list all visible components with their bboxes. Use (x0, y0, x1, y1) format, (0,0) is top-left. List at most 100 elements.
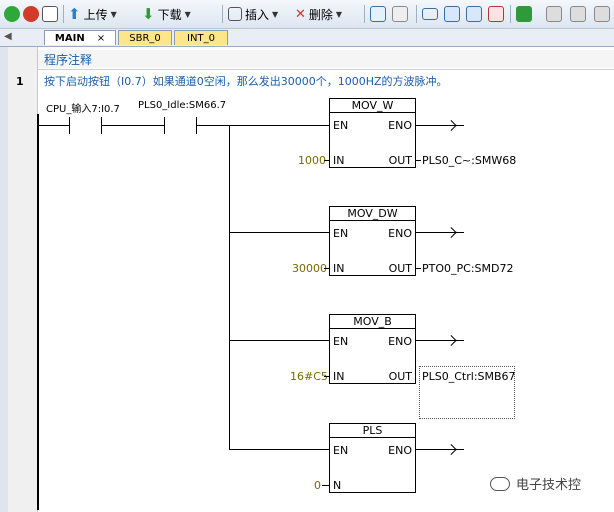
in-value[interactable]: 16#C5 (290, 370, 328, 383)
branch-wire (229, 340, 330, 341)
eno-wire (416, 449, 464, 450)
param-wire (416, 160, 421, 161)
block-title: MOV_B (353, 315, 392, 328)
param-wire (324, 376, 329, 377)
pls-block[interactable]: PLS EN ENO N (329, 423, 416, 493)
in-pin: IN (333, 154, 345, 167)
protect-button[interactable] (546, 5, 562, 23)
power-rail (37, 114, 39, 510)
en-pin: EN (333, 335, 349, 348)
out-pin: OUT (388, 370, 412, 383)
toolbar-separator (364, 5, 365, 23)
chevron-down-icon: ▼ (110, 9, 117, 19)
compile-button[interactable] (42, 5, 58, 23)
chevron-down-icon: ▼ (335, 9, 343, 19)
toolbar-separator (222, 5, 223, 23)
param-wire (324, 160, 329, 161)
clear-icon (488, 6, 504, 22)
n-value[interactable]: 0 (314, 479, 321, 492)
upload-icon: ⬆ (68, 5, 81, 23)
eno-wire (416, 232, 464, 233)
out-pin: OUT (388, 154, 412, 167)
selection-box (419, 366, 515, 419)
branch-wire (229, 125, 230, 450)
rung-wire (197, 125, 330, 126)
mov-b-block[interactable]: MOV_B EN ENO IN OUT (329, 314, 416, 384)
in-pin: IN (333, 370, 345, 383)
eno-wire (416, 125, 464, 126)
network-comment[interactable]: 按下启动按钮（I0.7）如果通道0空闲，那么发出30000个，1000HZ的方波… (44, 75, 448, 88)
back-button[interactable] (444, 5, 460, 23)
tab-label: INT_0 (187, 32, 215, 44)
program-comment[interactable]: 程序注释 (38, 50, 614, 68)
param-wire (322, 485, 329, 486)
contact-sm667[interactable] (196, 117, 197, 134)
in-value[interactable]: 30000 (292, 262, 327, 275)
toolbar-separator (63, 5, 64, 23)
contact-i07[interactable] (69, 117, 70, 134)
settings-button[interactable] (594, 5, 610, 23)
delete-button[interactable]: ✕ 删除 ▼ (295, 5, 342, 23)
tab-bar: ◀ MAIN × SBR_0 INT_0 (0, 29, 614, 47)
network-button[interactable] (370, 5, 386, 23)
branch-wire (229, 232, 330, 233)
block-title-bar (330, 328, 415, 329)
out-value[interactable]: PTO0_PC:SMD72 (422, 262, 514, 275)
out-pin: OUT (388, 262, 412, 275)
block-title: MOV_W (351, 99, 394, 112)
in-value[interactable]: 1000 (298, 154, 326, 167)
download-icon: ⬇ (142, 5, 155, 23)
download-button[interactable]: ⬇ 下载 ▼ (142, 5, 191, 23)
rung-wire (39, 125, 69, 126)
toolbar-separator (416, 5, 417, 23)
lock-icon (546, 6, 562, 22)
monitor-button[interactable] (392, 5, 408, 23)
mov-w-block[interactable]: MOV_W EN ENO IN OUT (329, 98, 416, 168)
out-value[interactable]: PLS0_Ctrl:SMB67 (422, 370, 516, 383)
unprotect-button[interactable] (570, 5, 586, 23)
insert-button[interactable]: 插入 ▼ (228, 5, 278, 23)
divider (38, 69, 614, 70)
tab-label: SBR_0 (129, 32, 161, 44)
view-button[interactable] (422, 5, 438, 23)
forward-button[interactable] (466, 5, 482, 23)
close-icon[interactable]: × (96, 32, 106, 44)
mov-dw-block[interactable]: MOV_DW EN ENO IN OUT (329, 206, 416, 276)
block-title-bar (330, 112, 415, 113)
lock-icon (570, 6, 586, 22)
n-pin: N (333, 479, 342, 492)
tab-int0[interactable]: INT_0 (174, 30, 228, 45)
arrow-right-icon (466, 6, 482, 22)
tab-label: MAIN (54, 32, 85, 44)
arrow-left-icon (444, 6, 460, 22)
exit-button[interactable] (516, 5, 532, 23)
delete-icon: ✕ (295, 6, 306, 22)
chevron-down-icon: ▼ (272, 9, 279, 19)
tab-main[interactable]: MAIN × (44, 30, 116, 45)
window-icon (422, 8, 438, 20)
scroll-left-icon[interactable]: ◀ (4, 31, 12, 42)
param-wire (416, 268, 421, 269)
eno-pin: ENO (388, 444, 412, 457)
out-value[interactable]: PLS0_C~:SMW68 (422, 154, 517, 167)
en-pin: EN (333, 227, 349, 240)
insert-icon (228, 7, 242, 21)
upload-label: 上传 (83, 7, 108, 22)
eno-wire (416, 340, 464, 341)
chevron-down-icon: ▼ (184, 9, 191, 19)
tab-sbr0[interactable]: SBR_0 (118, 30, 172, 45)
run-button[interactable] (4, 5, 20, 23)
insert-label: 插入 (245, 7, 270, 22)
network-icon (370, 6, 386, 22)
contact-label-sm667: PLS0_Idle:SM66.7 (138, 100, 227, 111)
download-label: 下载 (157, 7, 182, 22)
gear-icon (594, 6, 610, 22)
exit-icon (516, 6, 532, 22)
upload-button[interactable]: ⬆ 上传 ▼ (68, 5, 117, 23)
contact-i07[interactable] (101, 117, 102, 134)
clear-button[interactable] (488, 5, 504, 23)
in-pin: IN (333, 262, 345, 275)
stop-button[interactable] (23, 5, 39, 23)
contact-sm667[interactable] (164, 117, 165, 134)
param-wire (324, 268, 329, 269)
